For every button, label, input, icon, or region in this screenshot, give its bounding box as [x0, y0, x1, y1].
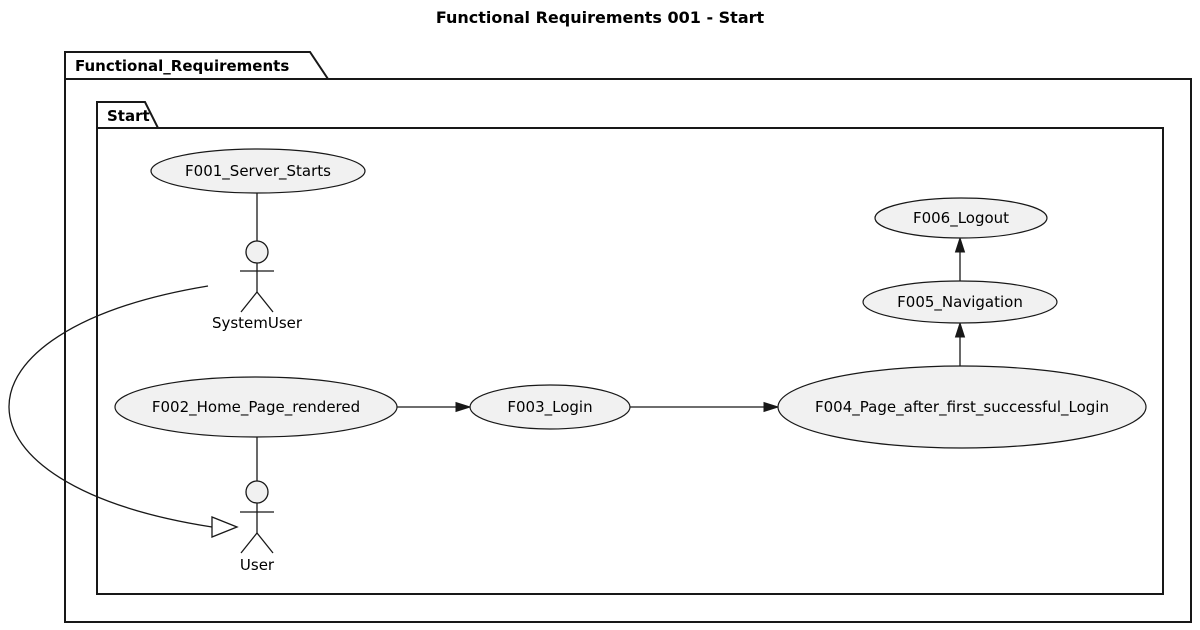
edge-f005-f006: [954, 236, 966, 281]
actor-user-label: User: [239, 556, 275, 574]
usecase-f005-label: F005_Navigation: [897, 293, 1023, 311]
usecase-f006-logout: [874, 197, 1048, 239]
outer-package-tab: [64, 51, 330, 80]
actor-right-leg: [256, 291, 274, 313]
edge-f004-f005: [954, 321, 966, 366]
edge-f002-f003: [397, 401, 472, 413]
usecase-f002-home-page-rendered: [114, 376, 398, 438]
actor-systemuser-figure: [240, 240, 274, 313]
arrowhead: [954, 236, 966, 253]
edge-f003-f004: [630, 401, 780, 413]
edge-systemuser-user-generalization: [8, 285, 239, 538]
outer-package-label: Functional_Requirements: [75, 57, 290, 75]
usecase-f001-label: F001_Server_Starts: [185, 162, 331, 180]
usecase-f003-label: F003_Login: [507, 398, 593, 416]
inner-package-tab: [96, 101, 160, 129]
usecase-f005-navigation: [862, 280, 1058, 324]
actor-systemuser-label: SystemUser: [211, 314, 303, 332]
actor-head: [245, 480, 269, 504]
generalization-curve: [8, 285, 213, 528]
usecase-f002-label: F002_Home_Page_rendered: [151, 398, 361, 416]
usecase-f004-page-after-first-successful-login: [777, 365, 1147, 449]
actor-left-leg: [240, 532, 258, 554]
usecase-f003-login: [469, 384, 631, 430]
inner-package-label: Start: [107, 107, 150, 125]
diagram-title: Functional Requirements 001 - Start: [435, 8, 765, 27]
usecase-f001-server-starts: [150, 148, 366, 194]
actor-left-leg: [240, 291, 258, 313]
actor-right-leg: [256, 532, 274, 554]
arrowhead: [954, 321, 966, 338]
actor-user-figure: [240, 480, 274, 554]
arrowhead: [455, 401, 472, 413]
arrowhead: [763, 401, 780, 413]
usecase-f006-label: F006_Logout: [912, 209, 1010, 227]
usecase-f004-label: F004_Page_after_first_successful_Login: [815, 398, 1109, 416]
hollow-triangle-arrowhead: [211, 516, 239, 538]
actor-head: [245, 240, 269, 264]
